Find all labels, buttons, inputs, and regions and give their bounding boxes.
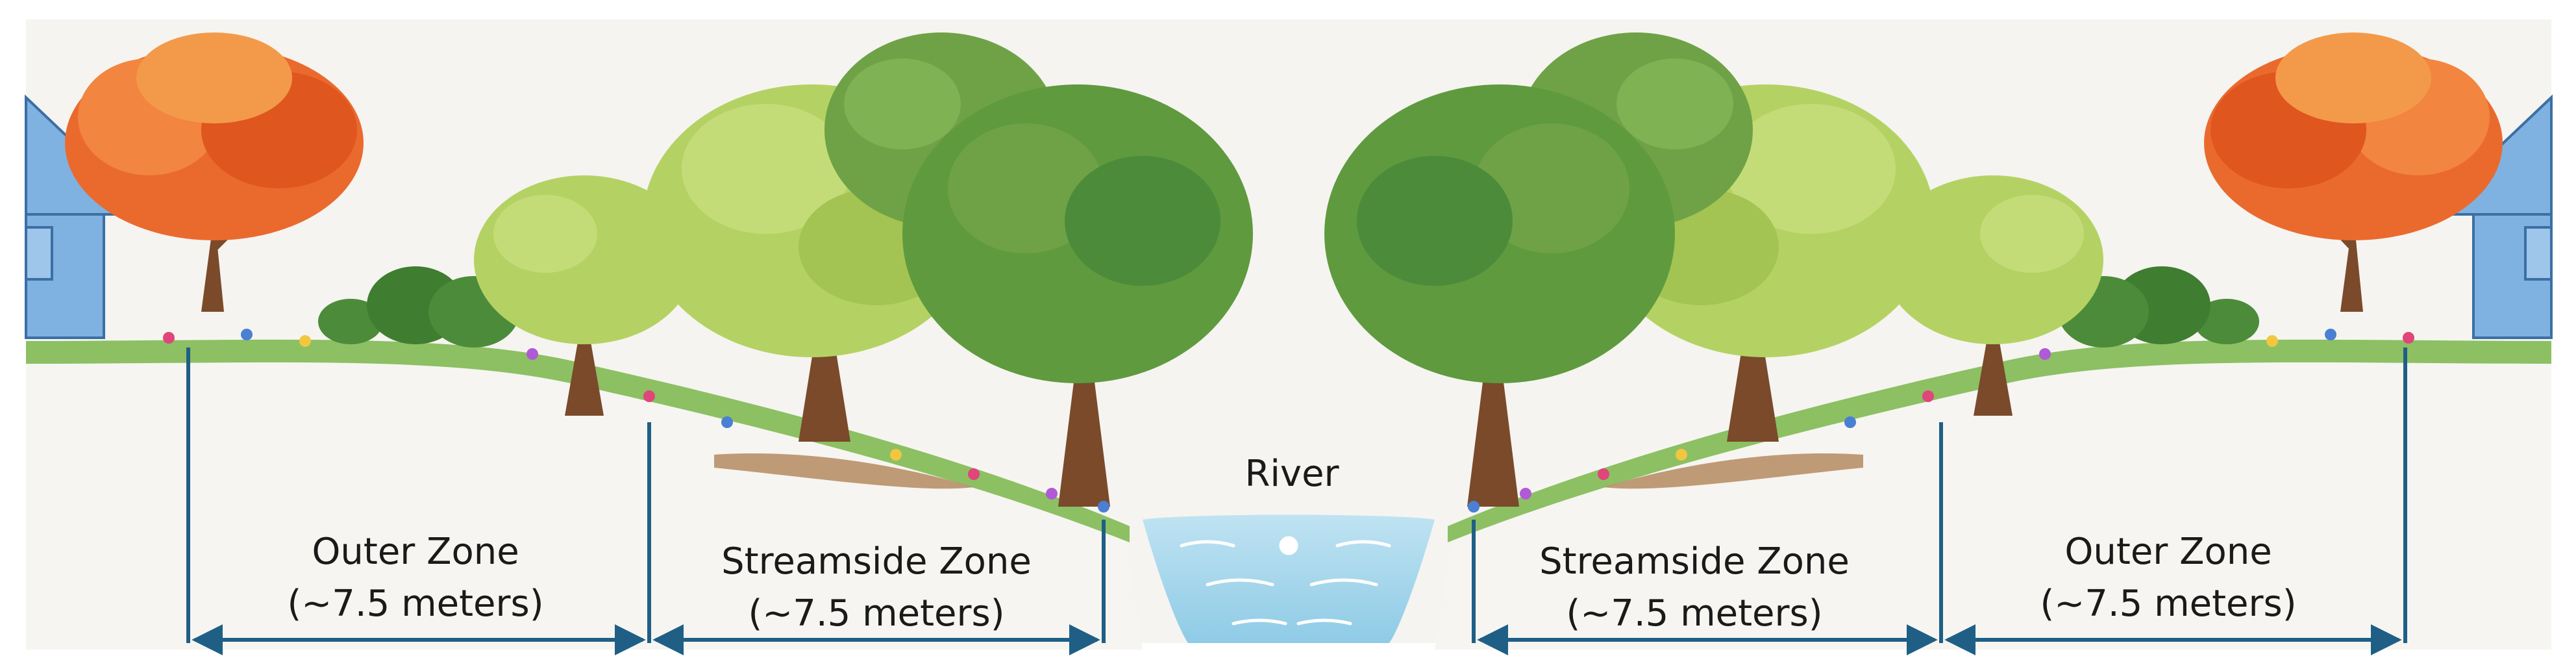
river-water — [1143, 514, 1435, 643]
right-light-tree — [1883, 175, 2103, 416]
streamside-zone-right-label: Streamside Zone (~7.5 meters) — [1513, 536, 1876, 640]
zone-width: (~7.5 meters) — [748, 592, 1005, 635]
left-house — [25, 94, 153, 339]
left-autumn-tree — [65, 32, 364, 312]
zone-name: Streamside Zone — [1539, 540, 1850, 583]
zone-name: Streamside Zone — [721, 540, 1032, 583]
right-bank — [1435, 336, 2551, 650]
left-dark-tree — [902, 84, 1253, 507]
zone-name: Outer Zone — [312, 531, 519, 573]
left-soil-path — [714, 453, 974, 489]
zone-width: (~7.5 meters) — [2040, 583, 2297, 625]
right-soil-path — [1604, 453, 1863, 489]
outer-zone-right-label: Outer Zone (~7.5 meters) — [2006, 526, 2331, 630]
outer-zone-left-label: Outer Zone (~7.5 meters) — [253, 526, 578, 630]
right-wildflowers — [1468, 329, 2414, 513]
right-autumn-tree — [2204, 32, 2503, 312]
right-dark-tree — [1324, 84, 1675, 507]
zone-name: Outer Zone — [2064, 531, 2272, 573]
left-wildflowers — [163, 329, 1109, 513]
zone-width: (~7.5 meters) — [287, 583, 544, 625]
river-label: River — [1245, 453, 1339, 495]
river-ripples — [1180, 536, 1391, 626]
left-light-tree — [474, 175, 695, 416]
left-bank — [26, 336, 1143, 650]
streamside-zone-left-label: Streamside Zone (~7.5 meters) — [695, 536, 1058, 640]
zone-width: (~7.5 meters) — [1566, 592, 1823, 635]
